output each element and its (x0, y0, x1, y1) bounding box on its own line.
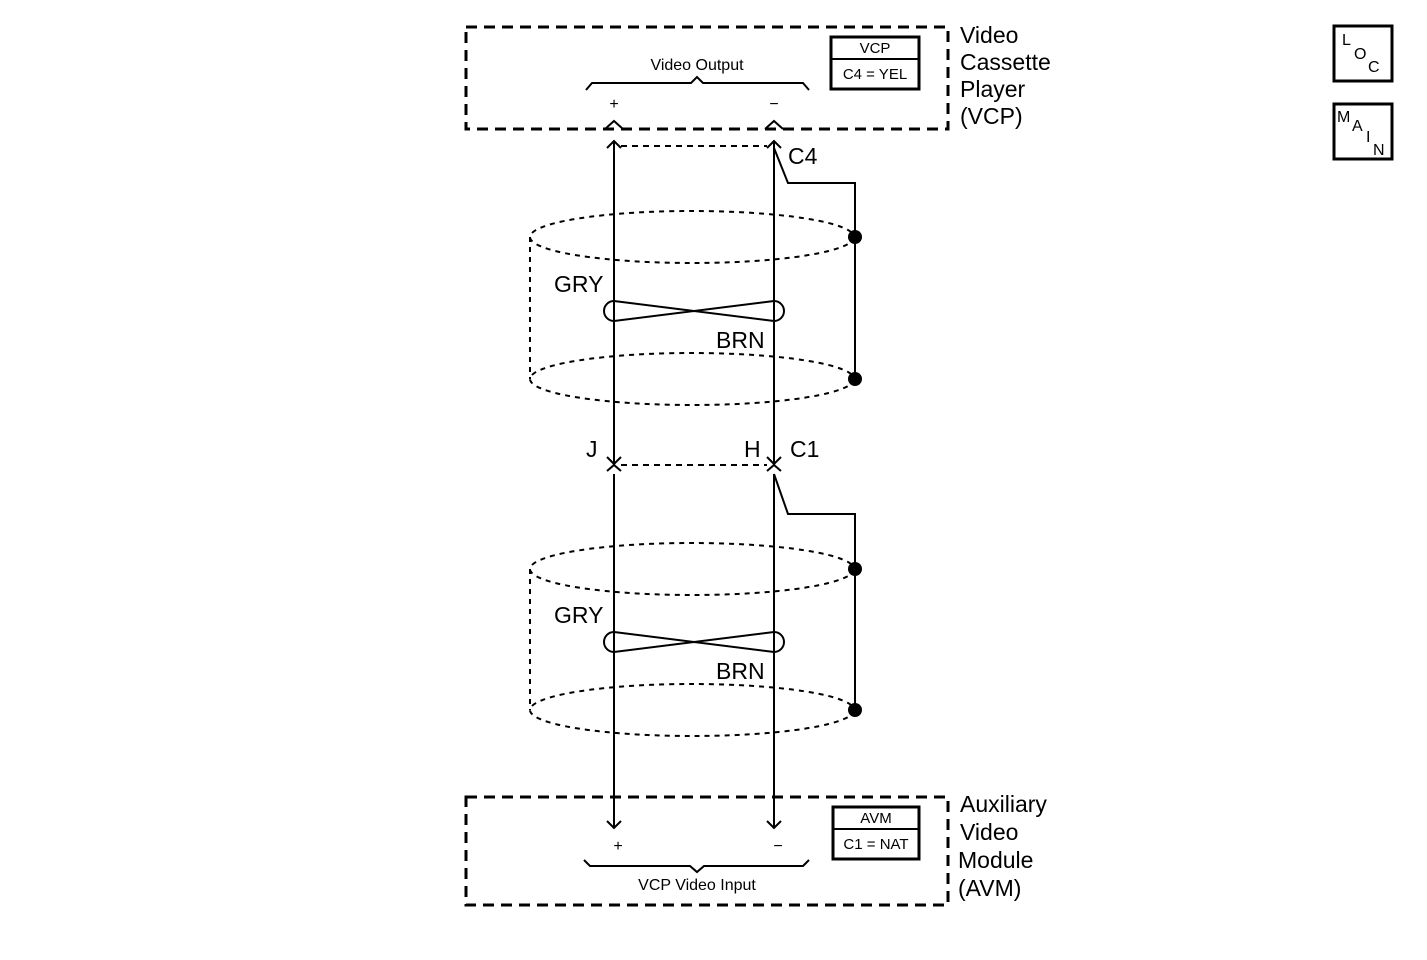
vcp-name-line-1: Video (960, 22, 1018, 48)
c4-label: C4 (788, 143, 818, 169)
vcp-component: VCP C4 = YEL Video Output + − Video Cass… (464, 22, 1051, 131)
avm-group-label: VCP Video Input (638, 877, 756, 894)
avm-tag-box (831, 805, 921, 861)
main-letter: N (1373, 142, 1385, 159)
avm-tag-connector: C1 = NAT (843, 836, 908, 853)
avm-plus-arrow (606, 820, 622, 830)
shield-top-ellipse-lower (529, 542, 855, 596)
shield-splice-dot (848, 372, 862, 386)
shield-bottom-ellipse-lower (529, 683, 855, 737)
main-button-frame[interactable] (1332, 102, 1394, 161)
loc-button[interactable]: L O C (1332, 24, 1394, 83)
c1-minus-terminal (766, 463, 782, 472)
connector-c4: C4 (604, 119, 818, 169)
avm-pin-plus: + (613, 838, 622, 855)
wire-color-brn: BRN (716, 327, 765, 353)
loc-letter: O (1354, 46, 1366, 63)
vcp-name-line-4: (VCP) (960, 103, 1023, 129)
twisted-pair-symbol (603, 299, 785, 323)
pin-h-label: H (744, 436, 761, 462)
avm-pin-minus: − (773, 838, 782, 855)
loc-letter: C (1368, 59, 1380, 76)
vcp-tag-title: VCP (860, 40, 891, 57)
drain-wire-lower (773, 473, 856, 710)
vcp-group-label: Video Output (650, 57, 744, 74)
avm-minus-arrow (766, 820, 782, 830)
c1-label: C1 (790, 436, 819, 462)
vcp-pin-plus: + (609, 96, 618, 113)
pin-j-label: J (586, 436, 598, 462)
main-button[interactable]: M A I N (1332, 102, 1394, 161)
connector-c1: J H C1 (586, 436, 819, 472)
main-letter: I (1366, 129, 1370, 146)
shield-cable-upper: GRY BRN (529, 147, 862, 406)
drain-wire-upper (773, 147, 856, 379)
vcp-pin-minus: − (769, 96, 778, 113)
avm-component: AVM C1 = NAT + − VCP Video Input Auxilia… (464, 791, 1047, 907)
shield-cable-lower: GRY BRN (529, 473, 862, 737)
avm-box-outline (464, 795, 950, 907)
vcp-tag-connector: C4 = YEL (843, 66, 907, 83)
avm-name-line-3: Module (958, 847, 1033, 873)
main-letter: M (1337, 109, 1350, 126)
loc-letter: L (1342, 32, 1351, 49)
avm-group-brace (583, 859, 810, 874)
vcp-plus-pin-caret (604, 119, 624, 130)
vcp-group-brace (585, 75, 810, 91)
shield-bottom-ellipse-upper (529, 352, 855, 406)
vcp-tag-box (829, 35, 921, 91)
loc-button-frame[interactable] (1332, 24, 1394, 83)
shield-splice-dot (848, 562, 862, 576)
shield-splice-dot (848, 703, 862, 717)
avm-name-line-1: Auxiliary (960, 791, 1047, 817)
shield-top-ellipse-upper (529, 210, 855, 264)
shield-splice-dot (848, 230, 862, 244)
avm-name-line-4: (AVM) (958, 875, 1021, 901)
vcp-box-outline (464, 25, 950, 131)
vcp-name-line-3: Player (960, 76, 1026, 102)
vcp-minus-pin-caret (764, 119, 784, 130)
c1-plus-terminal (606, 463, 622, 472)
twisted-pair-symbol (603, 630, 785, 654)
avm-name-line-2: Video (960, 819, 1018, 845)
vcp-name-line-2: Cassette (960, 49, 1051, 75)
wire-color-gry: GRY (554, 271, 603, 297)
avm-tag-title: AVM (860, 810, 891, 827)
wire-color-gry: GRY (554, 602, 603, 628)
main-letter: A (1352, 118, 1363, 135)
wire-color-brn: BRN (716, 658, 765, 684)
